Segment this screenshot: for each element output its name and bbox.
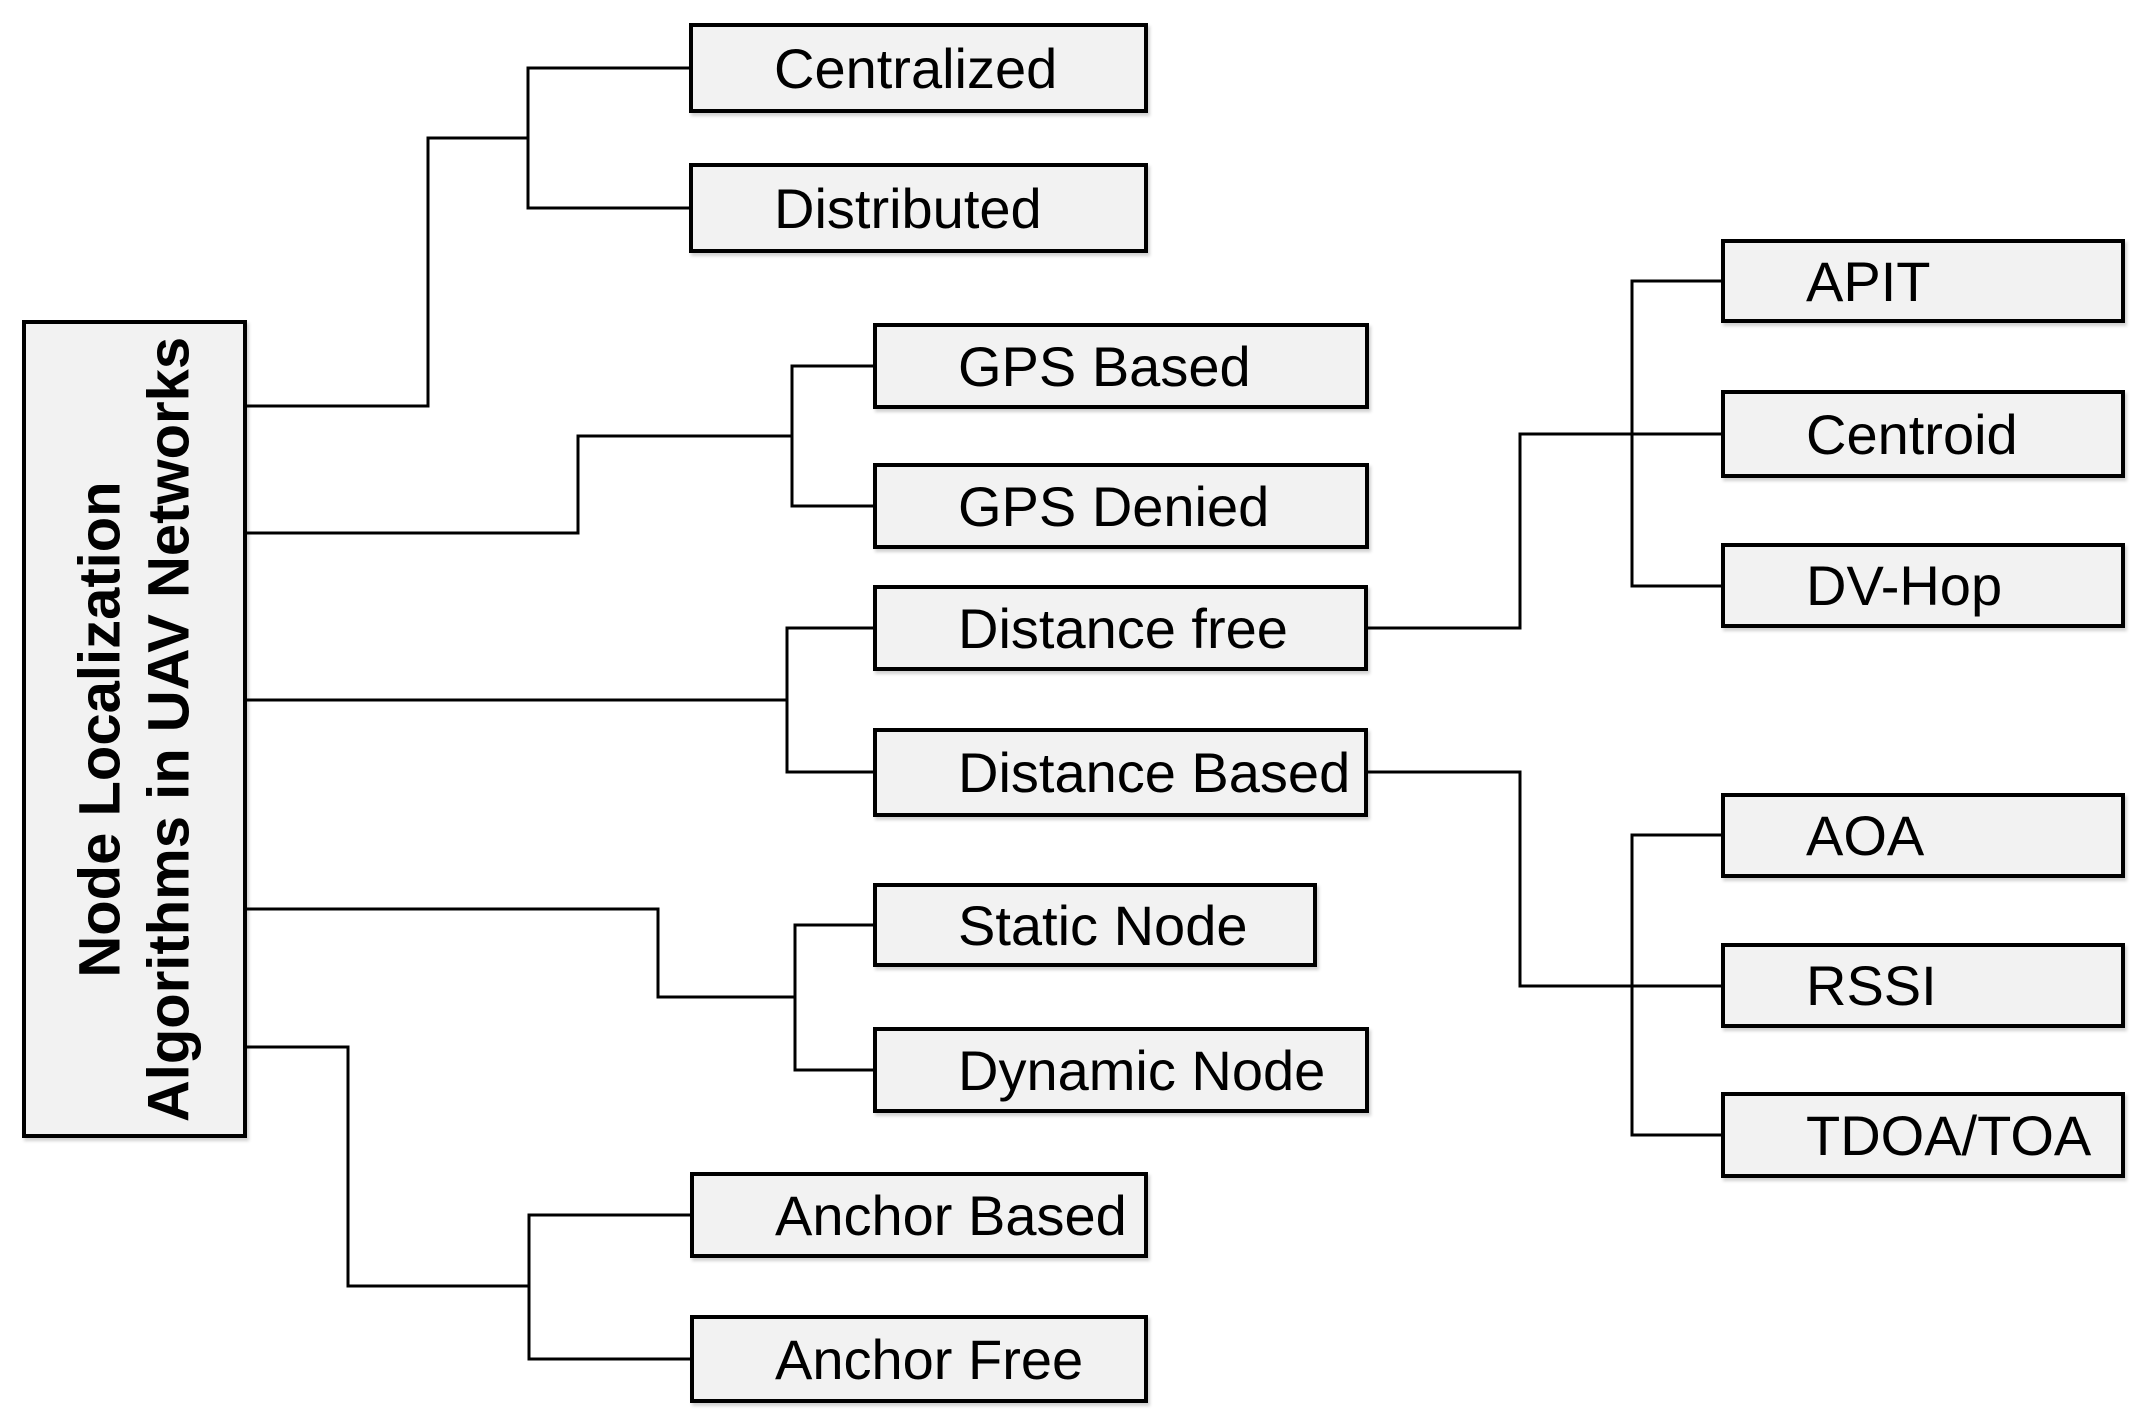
connector-distance-free-to-children <box>1368 432 1721 630</box>
connector-bracket-range-free-children <box>1630 279 1721 588</box>
node-gps-denied: GPS Denied <box>873 463 1369 549</box>
connector-bracket-range-based-children <box>1630 833 1721 1137</box>
node-aoa-label: AOA <box>1806 804 1925 867</box>
root-title-line1: Node Localization <box>67 480 133 978</box>
connector-bracket-distance <box>785 626 873 774</box>
node-centralized-label: Centralized <box>774 36 1058 100</box>
node-gps-based: GPS Based <box>873 323 1369 409</box>
node-distance-free-label: Distance free <box>958 596 1288 660</box>
node-distance-based-label: Distance Based <box>958 741 1351 804</box>
node-dv-hop-label: DV-Hop <box>1806 554 2003 617</box>
node-gps-denied-label: GPS Denied <box>958 474 1270 538</box>
node-tdoa-toa-label: TDOA/TOA <box>1806 1103 2092 1167</box>
node-distributed: Distributed <box>689 163 1148 253</box>
node-dynamic-node: Dynamic Node <box>873 1027 1369 1113</box>
node-aoa: AOA <box>1721 793 2125 878</box>
node-apit: APIT <box>1721 239 2125 323</box>
node-centralized: Centralized <box>689 23 1148 113</box>
node-dynamic-node-label: Dynamic Node <box>958 1038 1326 1102</box>
connector-root-to-centralized-group <box>247 136 528 408</box>
node-tdoa-toa: TDOA/TOA <box>1721 1092 2125 1178</box>
node-gps-based-label: GPS Based <box>958 334 1251 398</box>
connector-distance-based-to-children <box>1368 770 1721 988</box>
node-anchor-based: Anchor Based <box>690 1172 1148 1258</box>
node-rssi: RSSI <box>1721 943 2125 1028</box>
node-anchor-free: Anchor Free <box>690 1315 1148 1403</box>
node-apit-label: APIT <box>1806 249 1931 313</box>
connector-bracket-gps <box>790 364 873 508</box>
root-title: Node Localization Algorithms in UAV Netw… <box>22 320 247 1138</box>
connector-root-to-anchor-group <box>247 1045 529 1288</box>
node-static-node: Static Node <box>873 883 1317 967</box>
node-anchor-free-label: Anchor Free <box>775 1327 1084 1391</box>
connector-root-to-node-type-group <box>247 907 795 999</box>
connector-bracket-anchor <box>527 1213 690 1361</box>
node-centroid-label: Centroid <box>1806 402 2018 466</box>
node-static-node-label: Static Node <box>958 893 1248 957</box>
node-distance-free: Distance free <box>873 585 1368 671</box>
connector-bracket-centralized-distributed <box>526 66 689 210</box>
node-anchor-based-label: Anchor Based <box>775 1183 1127 1247</box>
node-distributed-label: Distributed <box>774 176 1042 240</box>
node-root: Node Localization Algorithms in UAV Netw… <box>22 320 247 1138</box>
root-title-line2: Algorithms in UAV Networks <box>135 336 201 1122</box>
node-rssi-label: RSSI <box>1806 954 1937 1017</box>
connector-root-to-gps-group <box>247 434 792 535</box>
connector-bracket-node-type <box>793 923 873 1072</box>
node-distance-based: Distance Based <box>873 728 1368 817</box>
node-centroid: Centroid <box>1721 390 2125 478</box>
node-dv-hop: DV-Hop <box>1721 543 2125 628</box>
